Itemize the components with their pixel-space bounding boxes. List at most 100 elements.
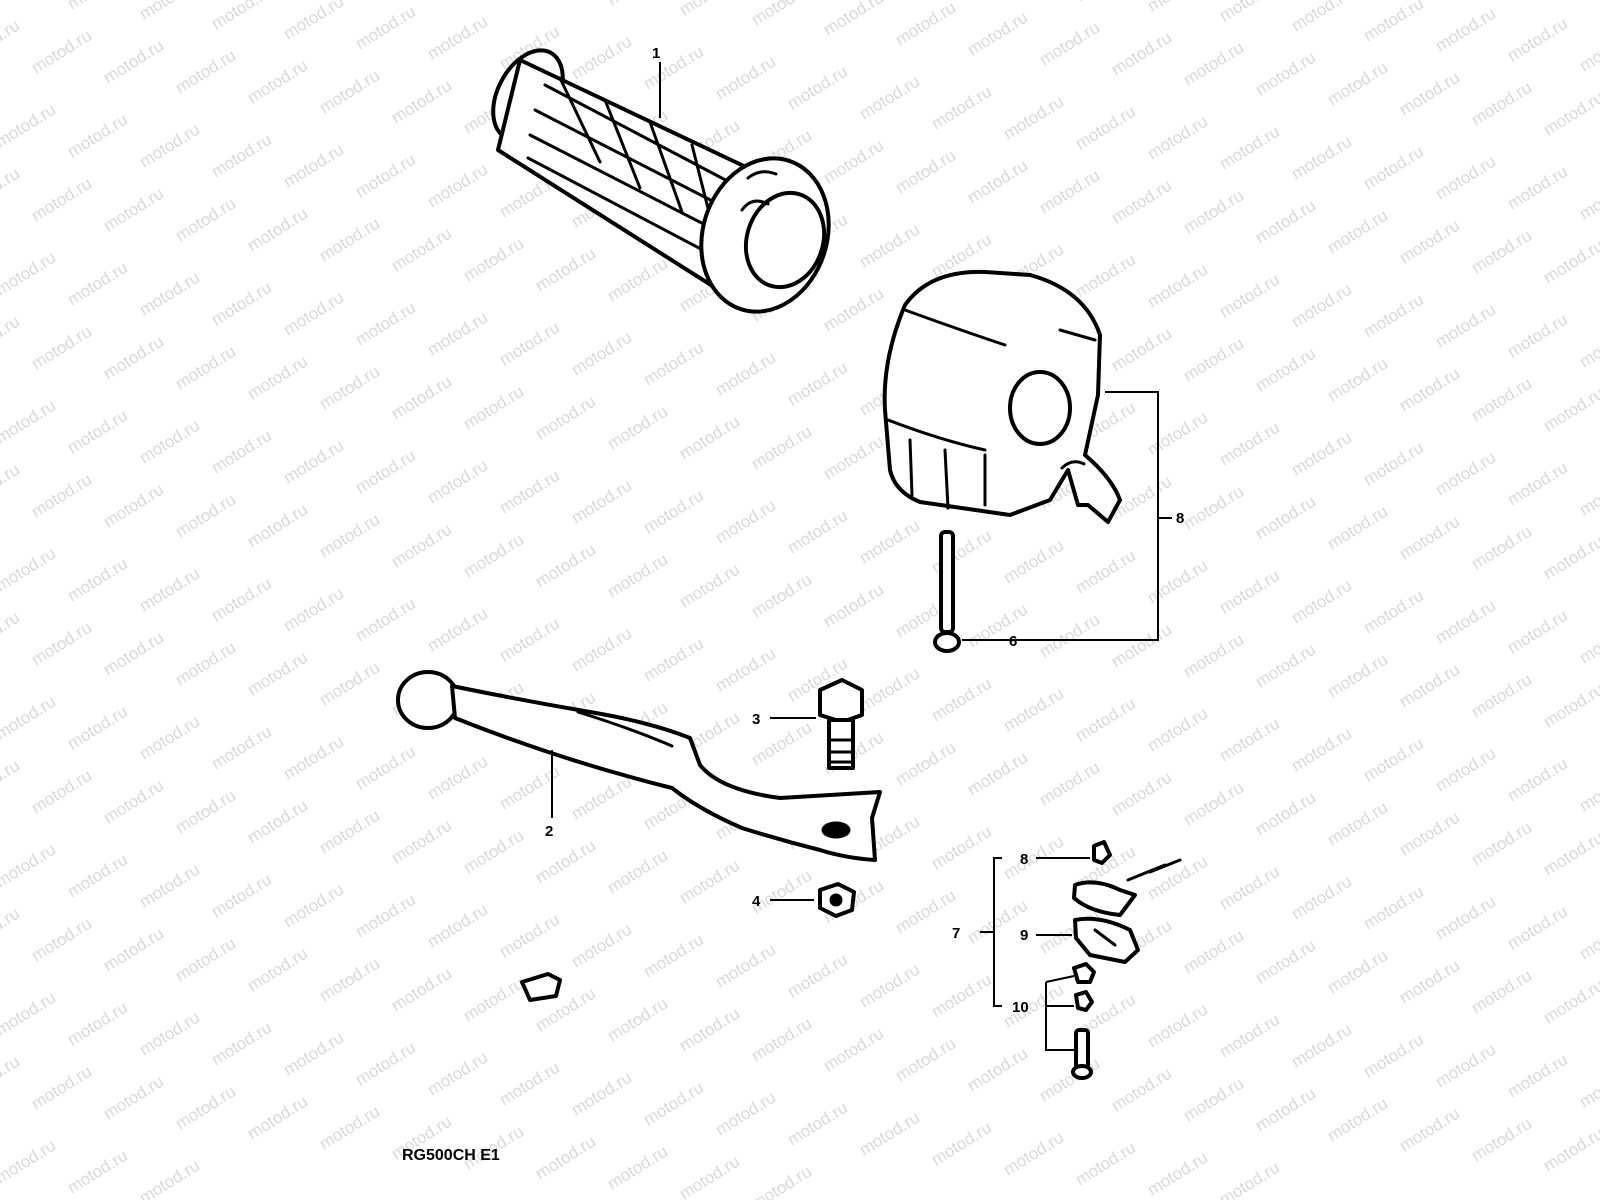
- watermark-text: motod.ru: [568, 624, 635, 676]
- watermark-text: motod.ru: [0, 988, 59, 1040]
- callout-7: 7: [952, 925, 960, 942]
- watermark-text: motod.ru: [1396, 364, 1463, 416]
- watermark-text: motod.ru: [604, 254, 671, 306]
- watermark-text: motod.ru: [280, 732, 347, 784]
- watermark-text: motod.ru: [604, 994, 671, 1046]
- watermark-text: motod.ru: [1468, 226, 1535, 278]
- watermark-text: motod.ru: [1108, 1064, 1175, 1116]
- watermark-text: motod.ru: [496, 1058, 563, 1110]
- watermark-text: motod.ru: [0, 692, 59, 744]
- watermark-text: motod.ru: [28, 470, 95, 522]
- watermark-text: motod.ru: [964, 8, 1031, 60]
- watermark-text: motod.ru: [316, 510, 383, 562]
- watermark-text: motod.ru: [1540, 976, 1600, 1028]
- watermark-text: motod.ru: [172, 342, 239, 394]
- watermark-text: motod.ru: [28, 26, 95, 78]
- watermark-text: motod.ru: [676, 1004, 743, 1056]
- watermark-text: motod.ru: [64, 110, 131, 162]
- watermark-text: motod.ru: [1396, 512, 1463, 564]
- watermark-text: motod.ru: [460, 530, 527, 582]
- watermark-text: motod.ru: [1468, 818, 1535, 870]
- watermark-text: motod.ru: [640, 338, 707, 390]
- watermark-text: motod.ru: [460, 974, 527, 1026]
- watermark-text: motod.ru: [1252, 48, 1319, 100]
- watermark-text: motod.ru: [1180, 1074, 1247, 1126]
- watermark-text: motod.ru: [640, 42, 707, 94]
- watermark-text: motod.ru: [784, 506, 851, 558]
- watermark-text: motod.ru: [532, 392, 599, 444]
- callout-6: 6: [1009, 633, 1017, 650]
- watermark-text: motod.ru: [460, 826, 527, 878]
- watermark-text: motod.ru: [208, 0, 275, 33]
- lever-part: [396, 670, 882, 862]
- watermark-text: motod.ru: [676, 560, 743, 612]
- watermark-text: motod.ru: [1576, 764, 1600, 816]
- watermark-text: motod.ru: [784, 358, 851, 410]
- watermark-text: motod.ru: [1072, 250, 1139, 302]
- watermark-text: motod.ru: [1324, 354, 1391, 406]
- watermark-text: motod.ru: [784, 1098, 851, 1150]
- watermark-text: motod.ru: [1468, 966, 1535, 1018]
- watermark-text: motod.ru: [1540, 828, 1600, 880]
- watermark-text: motod.ru: [712, 496, 779, 548]
- watermark-text: motod.ru: [964, 156, 1031, 208]
- watermark-text: motod.ru: [100, 480, 167, 532]
- watermark-text: motod.ru: [316, 806, 383, 858]
- watermark-text: motod.ru: [748, 422, 815, 474]
- watermark-text: motod.ru: [604, 402, 671, 454]
- watermark-text: motod.ru: [280, 0, 347, 43]
- watermark-text: motod.ru: [1288, 280, 1355, 332]
- watermark-text: motod.ru: [136, 860, 203, 912]
- watermark-text: motod.ru: [316, 658, 383, 710]
- watermark-text: motod.ru: [856, 516, 923, 568]
- watermark-text: motod.ru: [928, 526, 995, 578]
- watermark-text: motod.ru: [1360, 882, 1427, 934]
- pivot-bolt-part: [818, 678, 864, 770]
- watermark-text: motod.ru: [712, 644, 779, 696]
- watermark-text: motod.ru: [0, 904, 23, 956]
- watermark-text: motod.ru: [1180, 186, 1247, 238]
- watermark-text: motod.ru: [0, 164, 23, 216]
- watermark-text: motod.ru: [1216, 1158, 1283, 1200]
- watermark-text: motod.ru: [712, 52, 779, 104]
- watermark-text: motod.ru: [1000, 1128, 1067, 1180]
- watermark-text: motod.ru: [1432, 4, 1499, 56]
- watermark-text: motod.ru: [352, 298, 419, 350]
- watermark-text: motod.ru: [1252, 936, 1319, 988]
- watermark-text: motod.ru: [1432, 892, 1499, 944]
- watermark-text: motod.ru: [1540, 236, 1600, 288]
- watermark-text: motod.ru: [136, 120, 203, 172]
- watermark-text: motod.ru: [172, 1082, 239, 1134]
- watermark-text: motod.ru: [1144, 556, 1211, 608]
- watermark-text: motod.ru: [928, 674, 995, 726]
- watermark-text: motod.ru: [928, 1118, 995, 1170]
- callout-8b: 8: [1020, 851, 1028, 868]
- watermark-text: motod.ru: [1540, 680, 1600, 732]
- watermark-text: motod.ru: [532, 1132, 599, 1184]
- watermark-text: motod.ru: [748, 1014, 815, 1066]
- watermark-text: motod.ru: [1360, 290, 1427, 342]
- watermark-text: motod.ru: [640, 634, 707, 686]
- watermark-text: motod.ru: [820, 1024, 887, 1076]
- watermark-text: motod.ru: [1180, 334, 1247, 386]
- watermark-text: motod.ru: [424, 900, 491, 952]
- watermark-text: motod.ru: [1432, 448, 1499, 500]
- watermark-text: motod.ru: [1360, 438, 1427, 490]
- watermark-text: motod.ru: [568, 32, 635, 84]
- watermark-text: motod.ru: [892, 738, 959, 790]
- watermark-text: motod.ru: [856, 72, 923, 124]
- watermark-text: motod.ru: [352, 2, 419, 54]
- watermark-text: motod.ru: [64, 850, 131, 902]
- watermark-text: motod.ru: [784, 950, 851, 1002]
- watermark-text: motod.ru: [136, 0, 203, 23]
- watermark-text: motod.ru: [136, 416, 203, 468]
- watermark-text: motod.ru: [100, 184, 167, 236]
- watermark-text: motod.ru: [1216, 270, 1283, 322]
- watermark-text: motod.ru: [1324, 650, 1391, 702]
- watermark-text: motod.ru: [1360, 1030, 1427, 1082]
- watermark-text: motod.ru: [568, 1068, 635, 1120]
- watermark-text: motod.ru: [604, 846, 671, 898]
- watermark-text: motod.ru: [1288, 0, 1355, 35]
- watermark-text: motod.ru: [208, 130, 275, 182]
